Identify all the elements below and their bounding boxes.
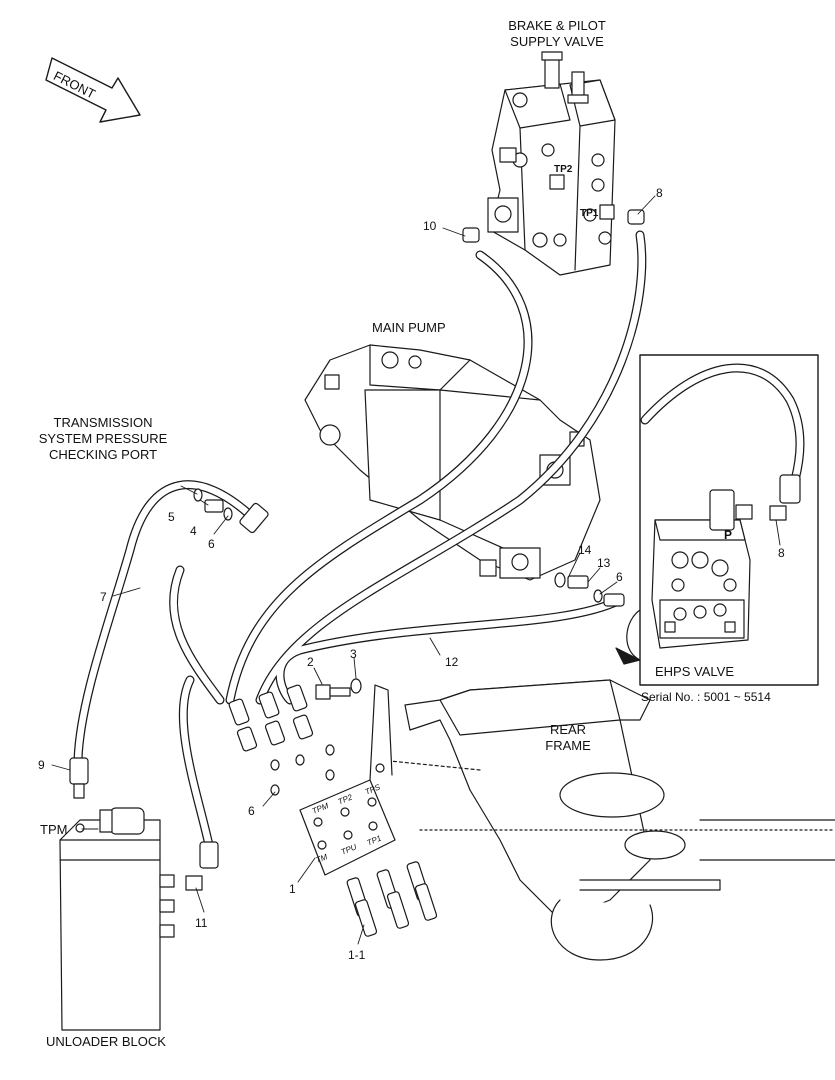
transmission-label-line2: SYSTEM PRESSURE: [38, 431, 168, 446]
callout-6-right: 6: [616, 570, 623, 584]
callout-8-inset: 8: [778, 546, 785, 560]
hoses-inner: [74, 231, 804, 854]
port-p-label: P: [724, 528, 733, 542]
callout-13: 13: [597, 556, 611, 570]
unloader-block-label: UNLOADER BLOCK: [46, 1034, 166, 1049]
quick-couplers: [346, 861, 438, 937]
port-tp1-label: TP1: [580, 208, 599, 219]
callout-6-plate: 6: [248, 804, 255, 818]
ehps-inset: [615, 354, 819, 686]
callout-11: 11: [195, 916, 208, 930]
callout-4: 4: [190, 524, 197, 538]
callout-1-1: 1-1: [348, 948, 366, 962]
callout-7: 7: [100, 590, 107, 604]
callout-6-tcp: 6: [208, 537, 215, 551]
unloader-block: [59, 807, 175, 1031]
transmission-label-line3: CHECKING PORT: [48, 447, 158, 462]
bracket-plate: [299, 684, 396, 876]
port-tp2-label: TP2: [554, 164, 573, 175]
rear-frame: [379, 679, 835, 961]
tpm-label: TPM: [40, 822, 68, 837]
main-pump: [304, 344, 601, 581]
hose-fittings: [69, 209, 801, 891]
callout-3: 3: [350, 647, 357, 661]
callout-1: 1: [289, 882, 296, 896]
ehps-valve: [651, 489, 753, 649]
serial-number-label: Serial No. : 5001 ~ 5514: [641, 690, 771, 704]
bolt-washer: [315, 678, 362, 700]
o-rings: [193, 488, 603, 796]
brake-pilot-label-line2: SUPPLY VALVE: [510, 34, 604, 49]
callout-2: 2: [307, 655, 314, 669]
transmission-label-line1: TRANSMISSION: [53, 415, 153, 430]
callout-14: 14: [578, 543, 592, 557]
ehps-valve-label: EHPS VALVE: [655, 664, 734, 679]
callout-12: 12: [445, 655, 459, 669]
brake-pilot-supply-valve: [487, 51, 616, 276]
rear-frame-label-line2: FRAME: [545, 738, 591, 753]
callout-10: 10: [423, 219, 437, 233]
front-arrow-icon: [45, 57, 141, 123]
callout-8-top: 8: [656, 186, 663, 200]
leader-lines: [51, 195, 781, 945]
brake-pilot-label-line1: BRAKE & PILOT: [508, 18, 606, 33]
callout-9: 9: [38, 758, 45, 772]
main-pump-label: MAIN PUMP: [372, 320, 446, 335]
rear-frame-label-line1: REAR: [549, 722, 587, 737]
callout-5: 5: [168, 510, 175, 524]
